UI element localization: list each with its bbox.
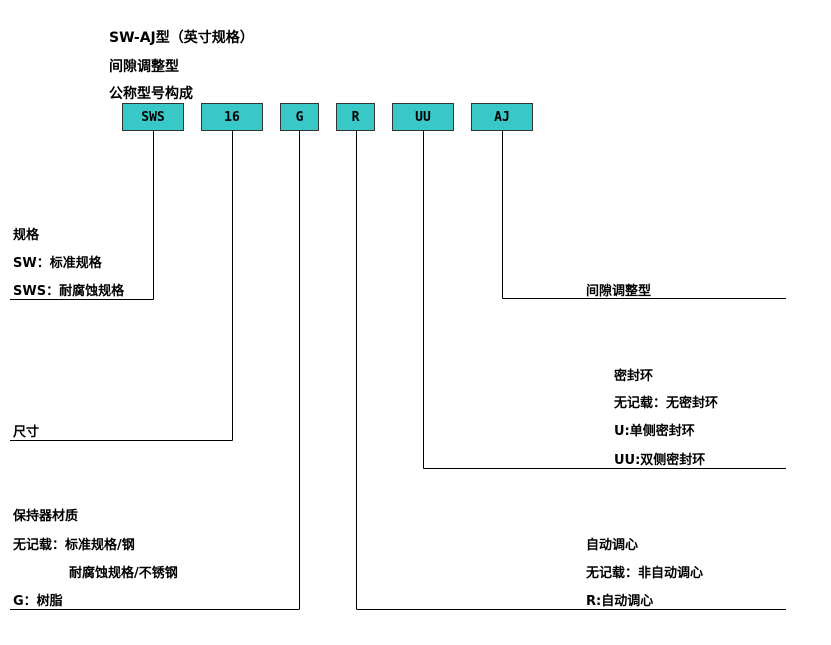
cage-line-resin: G：树脂	[13, 594, 63, 609]
code-box-aj: AJ	[471, 103, 533, 131]
seal-title: 密封环	[614, 369, 654, 384]
title-composition: 公称型号构成	[109, 86, 193, 102]
align-line-self: R:自动调心	[586, 594, 654, 609]
cage-line-stainless: 耐腐蚀规格/不锈钢	[69, 566, 178, 581]
align-line-none: 无记载：非自动调心	[586, 566, 704, 581]
seal-line-none: 无记载：无密封环	[614, 396, 719, 411]
align-title: 自动调心	[586, 538, 639, 553]
code-box-sws: SWS	[122, 103, 184, 131]
cage-title: 保持器材质	[13, 509, 79, 524]
cage-line-standard: 无记载：标准规格/钢	[13, 538, 135, 553]
code-box-cage: G	[280, 103, 319, 131]
seal-line-single: U:单侧密封环	[614, 424, 695, 439]
aj-title: 间隙调整型	[586, 284, 652, 299]
code-box-size: 16	[201, 103, 263, 131]
spec-line-standard: SW：标准规格	[13, 256, 102, 271]
spec-line-corrosion: SWS：耐腐蚀规格	[13, 284, 125, 299]
size-title: 尺寸	[13, 425, 40, 440]
title-model: SW-AJ型（英寸规格）	[109, 30, 254, 46]
code-box-align: R	[336, 103, 375, 131]
seal-line-double: UU:双侧密封环	[614, 453, 706, 468]
title-type: 间隙调整型	[109, 59, 179, 75]
spec-title: 规格	[13, 228, 40, 243]
code-box-seal: UU	[392, 103, 454, 131]
